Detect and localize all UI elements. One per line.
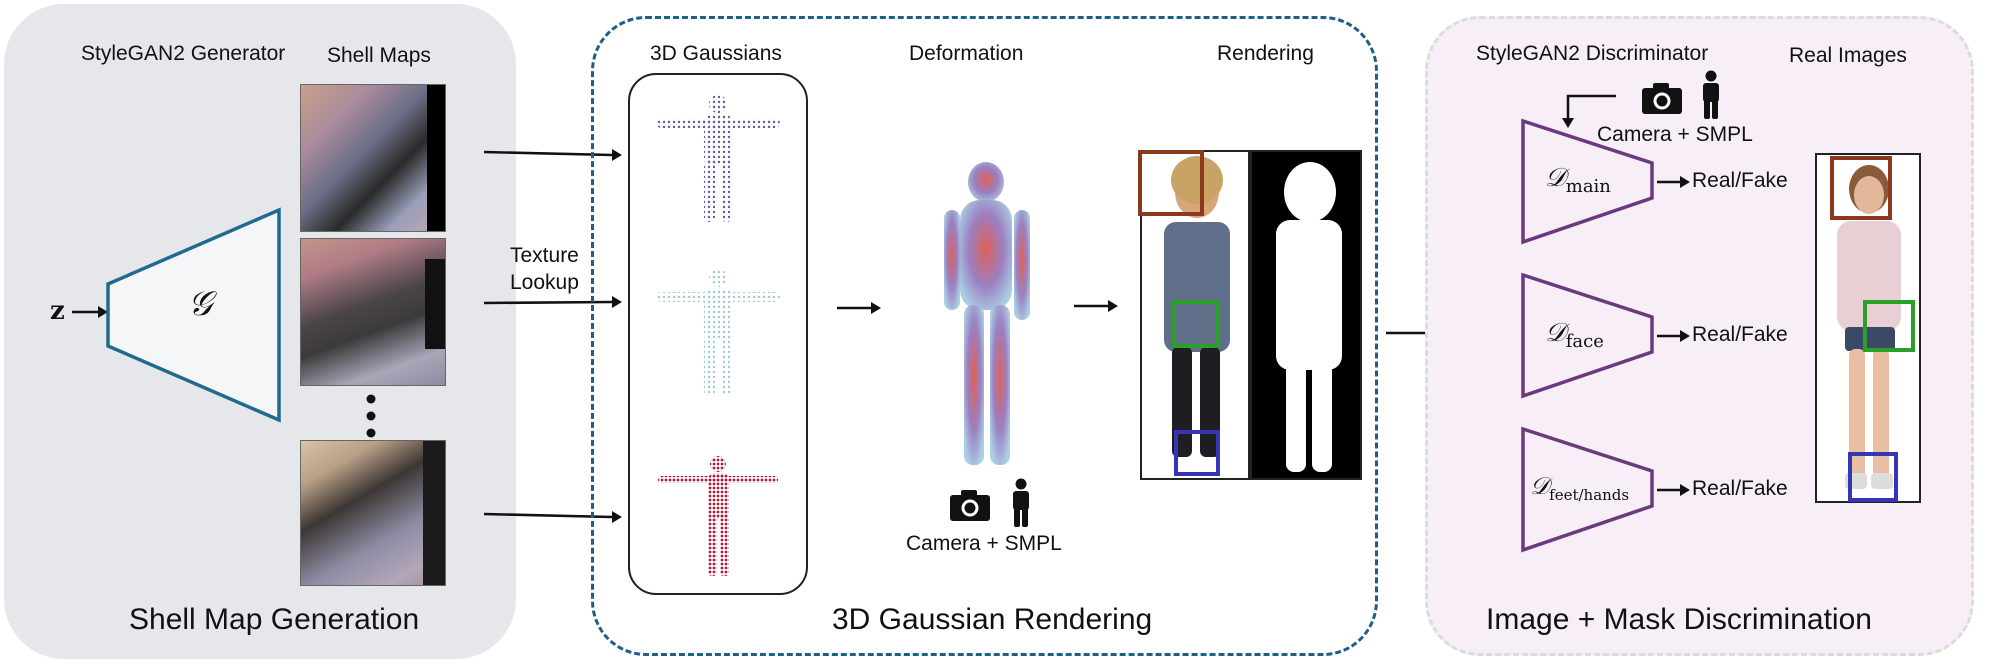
stylegan2-discriminator-label: StyleGAN2 Discriminator	[1476, 42, 1709, 65]
feet-box-real	[1848, 452, 1898, 502]
rendering-label: Rendering	[1217, 42, 1314, 65]
generator-symbol: 𝒢	[188, 284, 213, 324]
gaussian-tpose-figures	[656, 95, 780, 576]
more-shell-maps-ellipsis	[366, 394, 376, 438]
discriminator-feet-hands-block	[1521, 426, 1654, 553]
face-box-render	[1138, 150, 1204, 216]
gaussian-rendering-panel	[591, 16, 1378, 656]
latent-z-symbol: z	[50, 296, 65, 326]
shell-map-n	[300, 440, 446, 586]
person-icon	[1703, 70, 1719, 119]
deformed-gaussian-figure	[944, 162, 1030, 465]
gaussian-rendering-title: 3D Gaussian Rendering	[832, 603, 1153, 636]
deformation-camera-smpl-label: Camera + SMPL	[906, 532, 1062, 555]
discriminator-feet-hands-label: 𝒟feet/hands	[1530, 472, 1630, 504]
feet-box-render	[1174, 430, 1220, 476]
3d-gaussians-label: 3D Gaussians	[650, 42, 782, 65]
camera-icon	[950, 490, 990, 521]
generator-block	[106, 207, 281, 423]
deformation-to-rendering-arrow	[1074, 300, 1118, 312]
shell-map-generation-title: Shell Map Generation	[129, 603, 420, 636]
conditioning-arrow	[1562, 94, 1616, 128]
rendered-image	[1140, 150, 1250, 480]
feet-hands-real-fake-label: Real/Fake	[1692, 477, 1788, 500]
shell-maps-label: Shell Maps	[327, 44, 431, 67]
shell-map-2	[300, 238, 446, 386]
hand-box-real	[1863, 300, 1915, 352]
face-output-arrow	[1657, 330, 1690, 342]
face-real-fake-label: Real/Fake	[1692, 323, 1788, 346]
discriminator-main-block	[1521, 118, 1654, 245]
texture-lookup-label-line2: Lookup	[510, 271, 579, 294]
deformation-label: Deformation	[909, 42, 1024, 65]
gaussians-to-deformation-arrow	[837, 302, 881, 314]
discriminator-camera-smpl-label: Camera + SMPL	[1597, 123, 1753, 146]
person-icon	[1013, 478, 1029, 527]
stylegan2-generator-label: StyleGAN2 Generator	[81, 42, 286, 65]
main-output-arrow	[1657, 176, 1690, 188]
shell-to-gaussian-arrows	[483, 149, 622, 523]
face-box-real	[1830, 156, 1892, 220]
real-images-label: Real Images	[1789, 44, 1907, 67]
discriminator-main-label: 𝒟main	[1545, 163, 1611, 198]
feet-hands-output-arrow	[1657, 484, 1690, 496]
rendered-mask	[1250, 150, 1362, 480]
discriminator-face-label: 𝒟face	[1545, 318, 1604, 353]
hand-box-render	[1172, 300, 1220, 348]
image-mask-discrimination-title: Image + Mask Discrimination	[1486, 603, 1872, 636]
texture-lookup-label-line1: Texture	[510, 244, 579, 267]
main-real-fake-label: Real/Fake	[1692, 169, 1788, 192]
discriminator-face-block	[1521, 272, 1654, 399]
shell-map-1	[300, 84, 446, 232]
z-input-arrow	[72, 306, 108, 318]
camera-icon	[1642, 83, 1682, 114]
